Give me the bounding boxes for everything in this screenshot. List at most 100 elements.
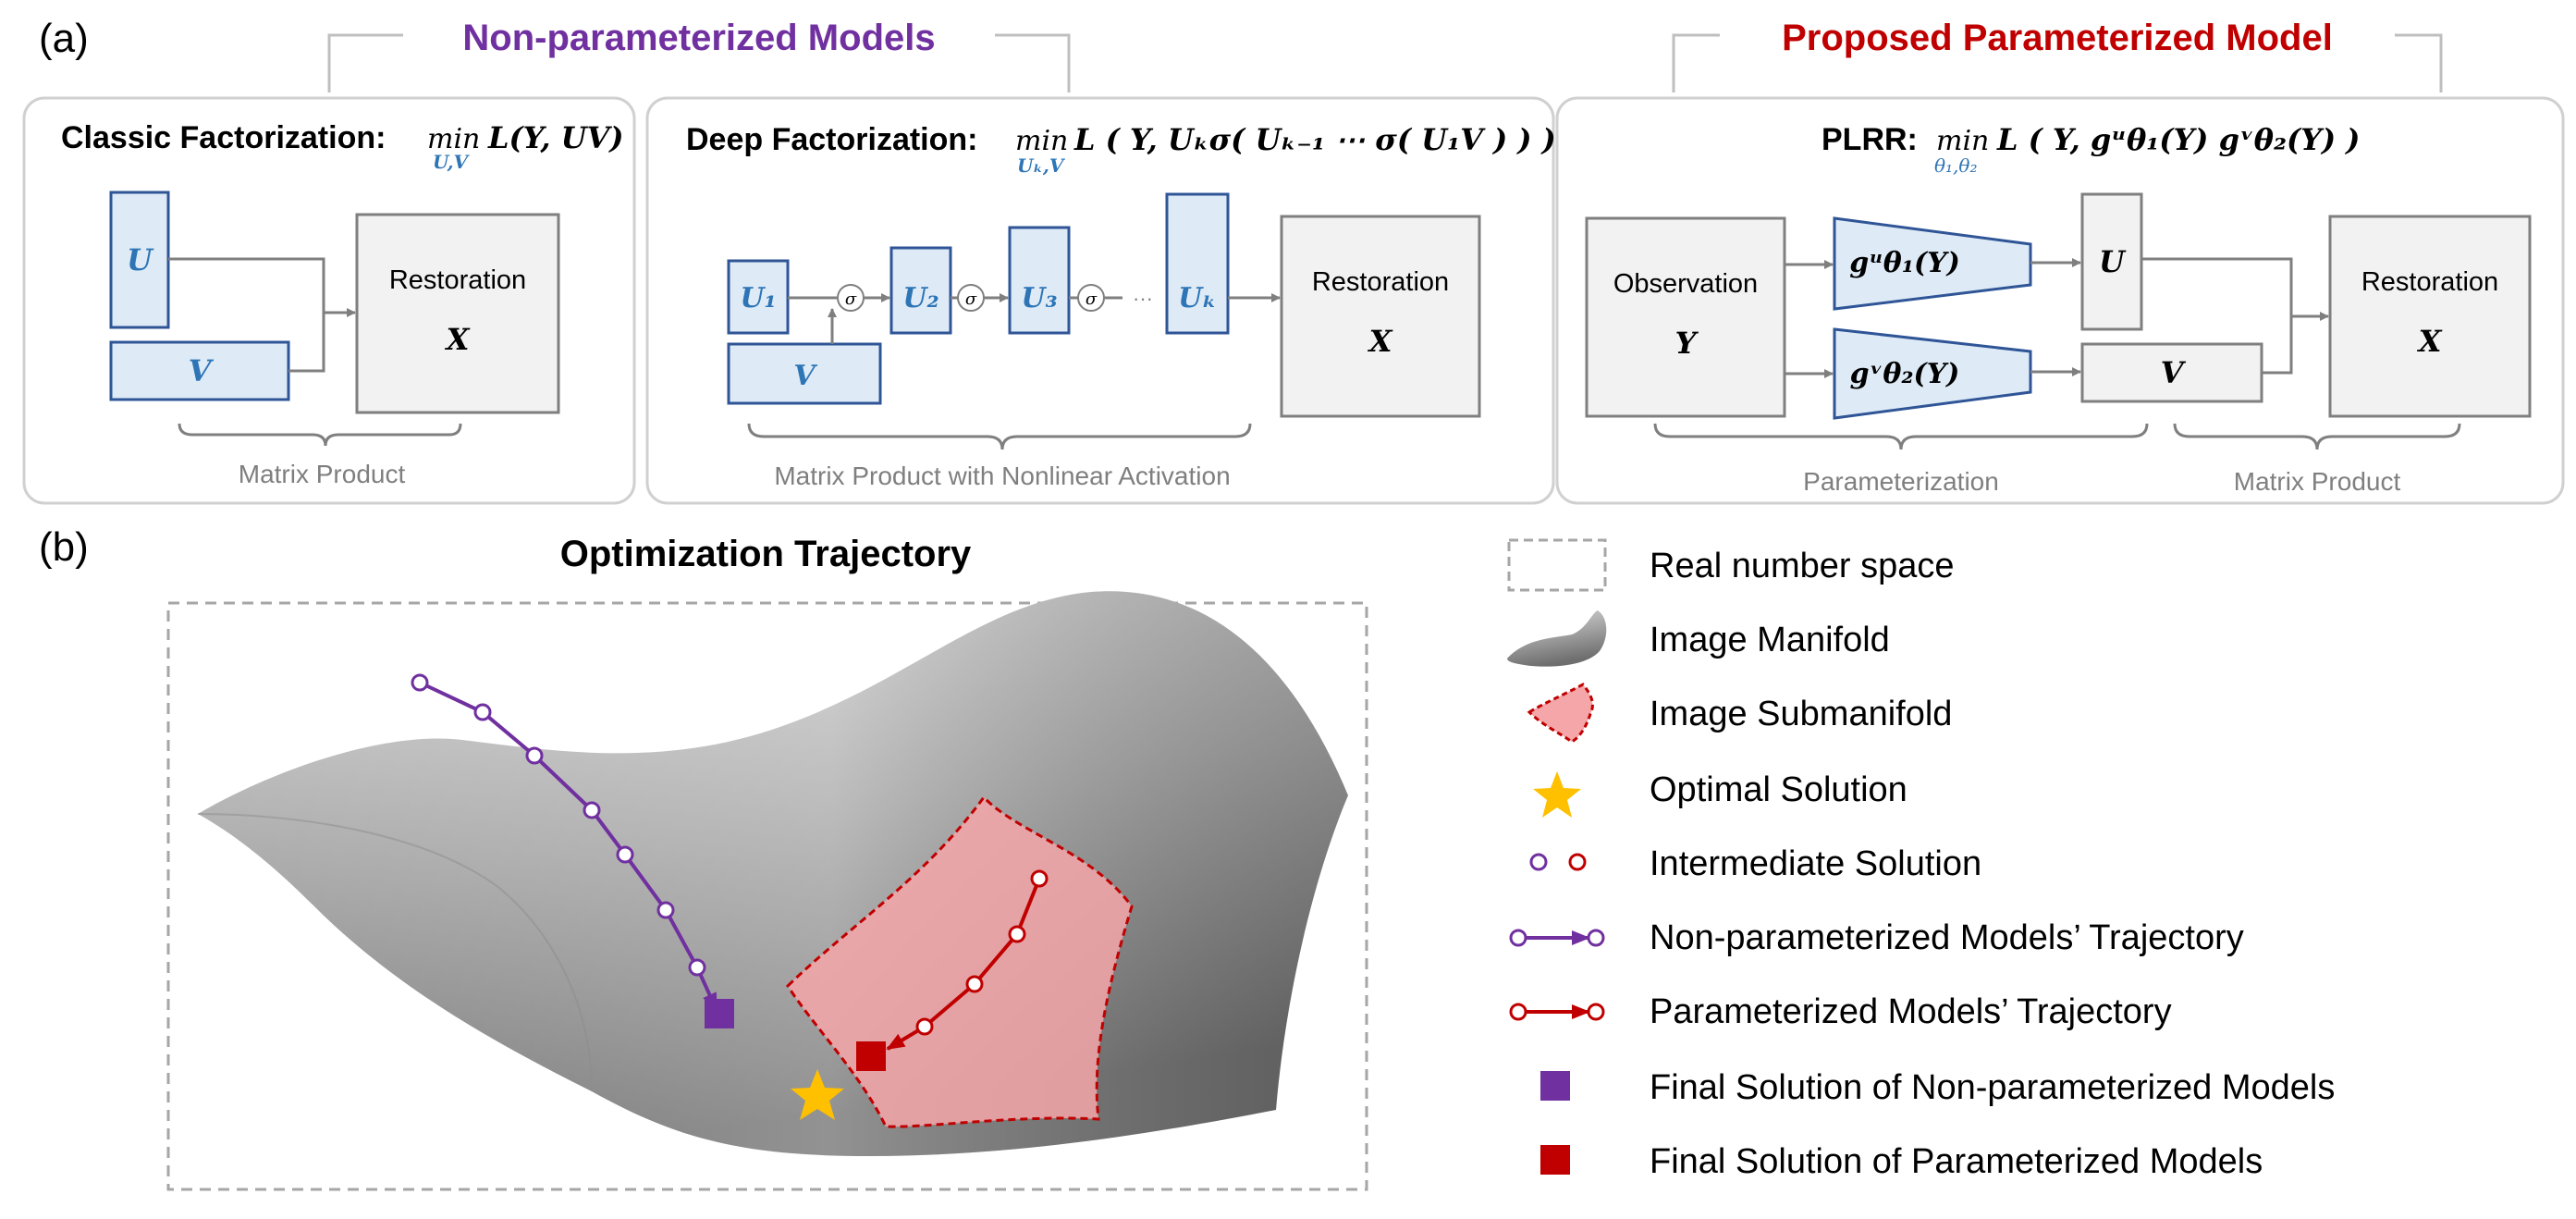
legend-label-5: Non-parameterized Models’ Trajectory	[1650, 918, 2244, 957]
u1-label: U₁	[740, 282, 776, 314]
panel-a-label: (a)	[39, 16, 89, 61]
deep-formula-min: min	[1015, 125, 1068, 157]
restoration-label: Restoration	[389, 265, 526, 295]
restoration-box	[355, 213, 560, 414]
panel-b-label: (b)	[39, 524, 89, 570]
legend-label-8: Final Solution of Parameterized Models	[1650, 1142, 2263, 1181]
plrr-restoration-label: Restoration	[2361, 267, 2498, 297]
classic-brace	[178, 423, 462, 447]
plrr-v-label: V	[2161, 355, 2187, 390]
legend-label-2: Image Submanifold	[1650, 695, 1952, 733]
legend: Real number space Image Manifold Image S…	[1507, 538, 2335, 1181]
legend-label-0: Real number space	[1650, 547, 1955, 585]
classic-factorization-panel: Classic Factorization: min U,V L(Y, UV) …	[22, 96, 636, 505]
purple-square-icon	[1540, 1071, 1570, 1101]
deep-restoration-label: Restoration	[1312, 267, 1449, 297]
uk-label: Uₖ	[1178, 282, 1217, 314]
v-matrix-box	[727, 342, 882, 405]
nonparam-intermediate-point	[525, 746, 544, 765]
parameterization-caption: Parameterization	[1803, 467, 1999, 496]
deep-restoration-box	[1280, 215, 1481, 418]
plrr-x-label: X	[2417, 324, 2443, 359]
classic-title: Classic Factorization:	[61, 120, 386, 155]
nonparam-header: Non-parameterized Models	[462, 18, 935, 58]
sigma-1: σ	[845, 289, 857, 309]
gu-label: gᵘθ₁(Y)	[1849, 247, 1960, 279]
parameterization-brace	[1653, 423, 2149, 450]
param-intermediate-point	[965, 975, 984, 993]
u1-matrix-box	[727, 259, 790, 335]
plrr-formula-min: min	[1936, 125, 1989, 157]
circles-icon	[1529, 853, 1587, 871]
plrr-restoration-box	[2328, 215, 2532, 418]
classic-formula-min: min	[427, 123, 480, 155]
classic-formula-sub: U,V	[433, 151, 471, 173]
plrr-formula-sub: θ₁,θ₂	[1934, 154, 1977, 177]
y-label: Y	[1675, 326, 1699, 361]
legend-label-6: Parameterized Models’ Trajectory	[1650, 992, 2172, 1031]
optimal-solution-star	[791, 1069, 844, 1120]
observation-label: Observation	[1613, 269, 1758, 299]
param-final-solution	[856, 1041, 886, 1071]
plrr-panel: PLRR: min θ₁,θ₂ L ( Y, gᵘθ₁(Y) gᵛθ₂(Y) )…	[1555, 96, 2565, 505]
nonparam-intermediate-point	[411, 673, 429, 692]
v-matrix-box	[109, 340, 290, 401]
dashed-box-icon	[1507, 538, 1607, 592]
u2-matrix-box	[889, 246, 952, 335]
u-connector	[168, 257, 325, 313]
v-connector	[288, 313, 325, 373]
nonparam-trajectory	[411, 673, 734, 1028]
u-label: U	[127, 242, 154, 277]
param-intermediate-point	[1030, 869, 1049, 888]
x-label: X	[445, 322, 471, 357]
plrr-u-label: U	[2099, 244, 2127, 279]
nonparam-intermediate-point	[616, 845, 634, 864]
deep-title: Deep Factorization:	[686, 122, 977, 157]
deep-brace	[747, 423, 1252, 450]
plrr-v-box	[2080, 342, 2263, 403]
nonparam-intermediate-point	[473, 703, 492, 721]
u3-label: U₃	[1021, 282, 1057, 314]
proposed-header: Proposed Parameterized Model	[1782, 18, 2333, 58]
classic-formula-body: L(Y, UV)	[487, 120, 624, 155]
param-intermediate-point	[1008, 925, 1026, 943]
uk-matrix-box	[1165, 192, 1230, 335]
real-number-space-box	[166, 601, 1368, 1191]
panel-b-title: Optimization Trajectory	[560, 534, 972, 574]
plrr-u-box	[2080, 192, 2143, 331]
submanifold-icon	[1527, 683, 1594, 744]
nonparam-final-solution	[705, 999, 734, 1028]
u3-matrix-box	[1008, 226, 1071, 335]
param-trajectory	[856, 869, 1049, 1071]
gu-network-trapezoid	[1833, 216, 2032, 311]
legend-label-1: Image Manifold	[1650, 621, 1890, 659]
nonparam-intermediate-point	[583, 801, 601, 819]
legend-label-7: Final Solution of Non-parameterized Mode…	[1650, 1068, 2335, 1107]
deep-factorization-panel: Deep Factorization: min Uₖ,V L ( Y, Uₖσ(…	[645, 96, 1556, 505]
matrix-product-brace	[2173, 423, 2461, 450]
sigma-3: σ	[1086, 289, 1098, 309]
image-manifold	[197, 591, 1348, 1156]
ellipsis: ···	[1133, 287, 1153, 310]
proposed-header-bracket	[1672, 33, 2443, 92]
plrr-formula-body: L ( Y, gᵘθ₁(Y) gᵛθ₂(Y) )	[1996, 122, 2360, 157]
deep-x-label: X	[1368, 324, 1393, 359]
v-label: V	[189, 353, 215, 388]
red-square-icon	[1540, 1145, 1570, 1175]
deep-caption: Matrix Product with Nonlinear Activation	[774, 462, 1230, 490]
plrr-v-connector	[2262, 316, 2293, 375]
nonparam-intermediate-point	[688, 958, 706, 977]
purple-arrow-icon	[1509, 929, 1605, 947]
param-intermediate-point	[915, 1017, 934, 1036]
manifold-icon	[1507, 610, 1607, 667]
sigma-2: σ	[965, 289, 977, 309]
gv-network-trapezoid	[1833, 327, 2032, 420]
u2-label: U₂	[902, 282, 938, 314]
plrr-u-connector	[2141, 257, 2293, 316]
deep-v-label: V	[793, 360, 817, 392]
red-arrow-icon	[1509, 1003, 1605, 1021]
deep-formula-body: L ( Y, Uₖσ( Uₖ₋₁ ⋯ σ( U₁V ) ) )	[1073, 122, 1556, 157]
plrr-matrix-product-caption: Matrix Product	[2234, 467, 2401, 496]
nonparam-intermediate-point	[656, 901, 675, 919]
